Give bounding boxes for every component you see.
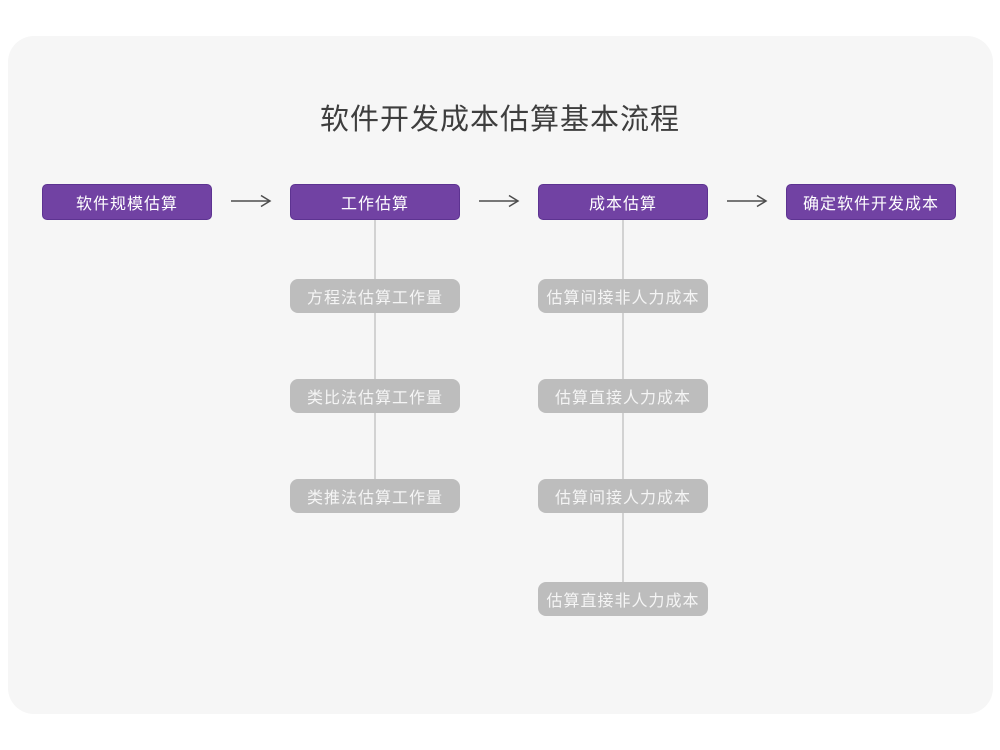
flow-step-label: 确定软件开发成本 [802, 196, 939, 213]
flow-step-determine-development-cost: 确定软件开发成本 [786, 184, 956, 220]
cost-item-direct-labor: 估算直接人力成本 [538, 379, 708, 413]
connector-line-work [374, 220, 376, 496]
right-arrow-icon [725, 193, 769, 209]
canvas-card [8, 36, 993, 714]
cost-item-direct-non-labor: 估算直接非人力成本 [538, 582, 708, 616]
sub-node-label: 估算间接人力成本 [554, 490, 691, 507]
right-arrow-icon [477, 193, 521, 209]
cost-item-indirect-non-labor: 估算间接非人力成本 [538, 279, 708, 313]
sub-node-label: 类推法估算工作量 [306, 490, 443, 507]
sub-node-label: 估算直接人力成本 [554, 390, 691, 407]
flow-step-work-estimation: 工作估算 [290, 184, 460, 220]
flow-step-cost-estimation: 成本估算 [538, 184, 708, 220]
flow-step-label: 工作估算 [340, 196, 409, 213]
work-method-analogy: 类比法估算工作量 [290, 379, 460, 413]
flow-step-label: 成本估算 [588, 196, 657, 213]
sub-node-label: 类比法估算工作量 [306, 390, 443, 407]
right-arrow-icon [229, 193, 273, 209]
flow-step-software-scale-estimation: 软件规模估算 [42, 184, 212, 220]
work-method-extrapolation: 类推法估算工作量 [290, 479, 460, 513]
work-method-equation: 方程法估算工作量 [290, 279, 460, 313]
cost-item-indirect-labor: 估算间接人力成本 [538, 479, 708, 513]
sub-node-label: 估算直接非人力成本 [546, 593, 700, 610]
diagram-title: 软件开发成本估算基本流程 [319, 104, 680, 136]
sub-node-label: 方程法估算工作量 [306, 290, 443, 307]
sub-node-label: 估算间接非人力成本 [546, 290, 700, 307]
flow-step-label: 软件规模估算 [75, 196, 178, 213]
